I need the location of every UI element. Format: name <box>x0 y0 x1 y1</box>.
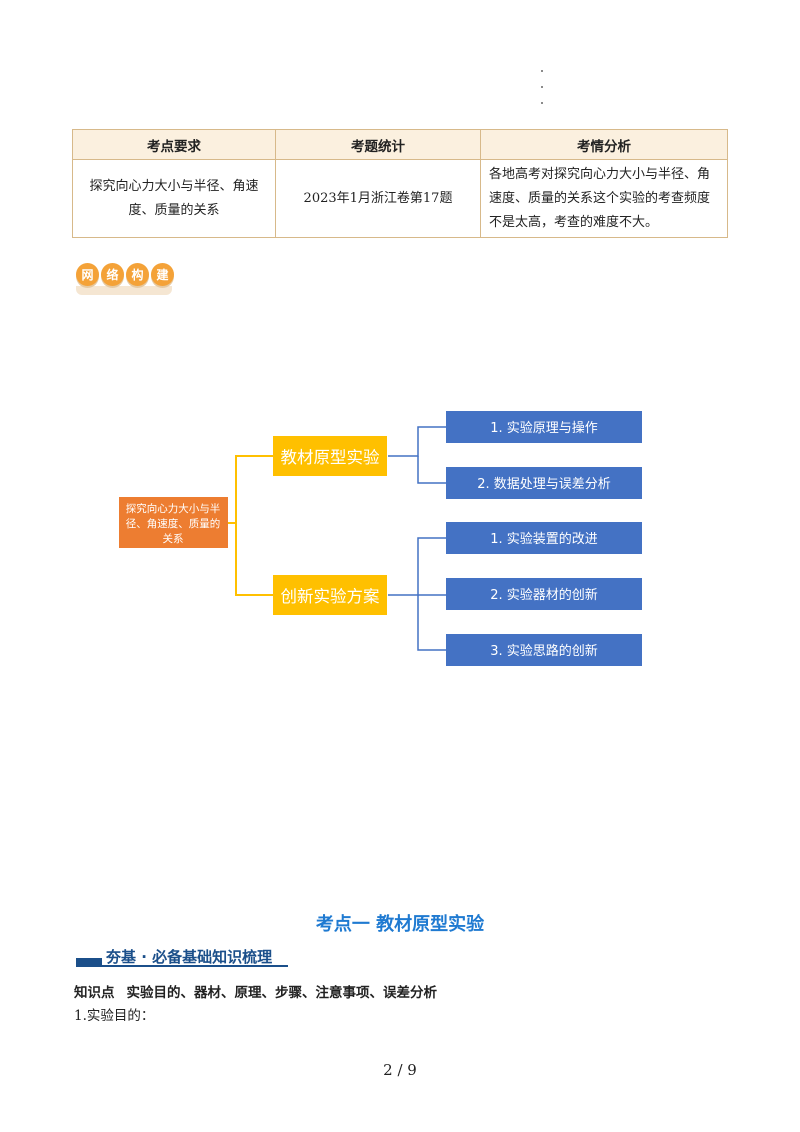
table-row: 探究向心力大小与半径、角速度、质量的关系 2023年1月浙江卷第17题 各地高考… <box>72 159 728 238</box>
connector-b2-leaf-3 <box>417 595 446 651</box>
branch-label-innovation: 创新实验方案 <box>281 587 381 606</box>
leaf-node <box>446 522 642 554</box>
subheading-bar-block <box>76 958 102 966</box>
knowledge-point-label: 知识点 <box>74 985 115 1001</box>
leaf-label: 3. 实验思路的创新 <box>490 643 598 659</box>
leaf-label: 1. 实验装置的改进 <box>490 531 598 547</box>
branch-node-textbook <box>273 436 387 476</box>
connector-b1-leaf-2 <box>417 456 446 484</box>
cell-statistics: 2023年1月浙江卷第17题 <box>275 159 481 238</box>
leaf-node <box>446 467 642 499</box>
connector-root-branch-1 <box>228 455 273 524</box>
connector-b1-leaf-1 <box>388 426 446 457</box>
connector-b2-leaf-1 <box>388 537 446 596</box>
leaf-label: 2. 实验器材的创新 <box>490 587 598 603</box>
subheading-bar: 夯基 · 必备基础知识梳理 <box>76 946 288 968</box>
root-node <box>119 497 228 548</box>
exam-info-table: 考点要求 考题统计 考情分析 探究向心力大小与半径、角速度、质量的关系 2023… <box>72 129 728 238</box>
badge-char: 络 <box>101 263 124 286</box>
leaf-node <box>446 411 642 443</box>
root-connectors <box>228 455 273 596</box>
cell-analysis: 各地高考对探究向心力大小与半径、角速度、质量的关系这个实验的考查频度不是太高，考… <box>480 159 728 238</box>
margin-dots <box>541 70 547 118</box>
badge-char: 建 <box>151 263 174 286</box>
cell-requirement: 探究向心力大小与半径、角速度、质量的关系 <box>72 159 276 238</box>
header-requirement: 考点要求 <box>72 129 276 160</box>
knowledge-point-text: 实验目的、器材、原理、步骤、注意事项、误差分析 <box>126 985 438 1001</box>
page-number: 2 / 9 <box>383 1061 417 1079</box>
branch-node-innovation <box>273 575 387 615</box>
branch-connectors <box>388 426 446 651</box>
subheading-bar-line <box>76 965 288 967</box>
badge-char: 网 <box>76 263 99 286</box>
section-title: 考点一 教材原型实验 <box>315 914 485 935</box>
experiment-goal-heading: 1.实验目的： <box>74 1008 155 1024</box>
connector-root-branch-2 <box>235 523 273 596</box>
network-construction-badge: 网 络 构 建 <box>76 263 174 286</box>
leaf-node <box>446 634 642 666</box>
subheading-label: 夯基 · 必备基础知识梳理 <box>106 948 273 966</box>
branch-label-textbook: 教材原型实验 <box>281 448 381 467</box>
leaf-node <box>446 578 642 610</box>
knowledge-point: 知识点实验目的、器材、原理、步骤、注意事项、误差分析 <box>74 981 437 1001</box>
root-line-3: 关系 <box>163 532 184 545</box>
root-line-2: 径、角速度、质量的 <box>126 517 221 530</box>
leaf-label: 1. 实验原理与操作 <box>490 420 598 436</box>
badge-char: 构 <box>126 263 149 286</box>
leaf-label: 2. 数据处理与误差分析 <box>477 477 611 492</box>
root-line-1: 探究向心力大小与半 <box>126 502 221 515</box>
badge-underlay <box>76 286 172 295</box>
